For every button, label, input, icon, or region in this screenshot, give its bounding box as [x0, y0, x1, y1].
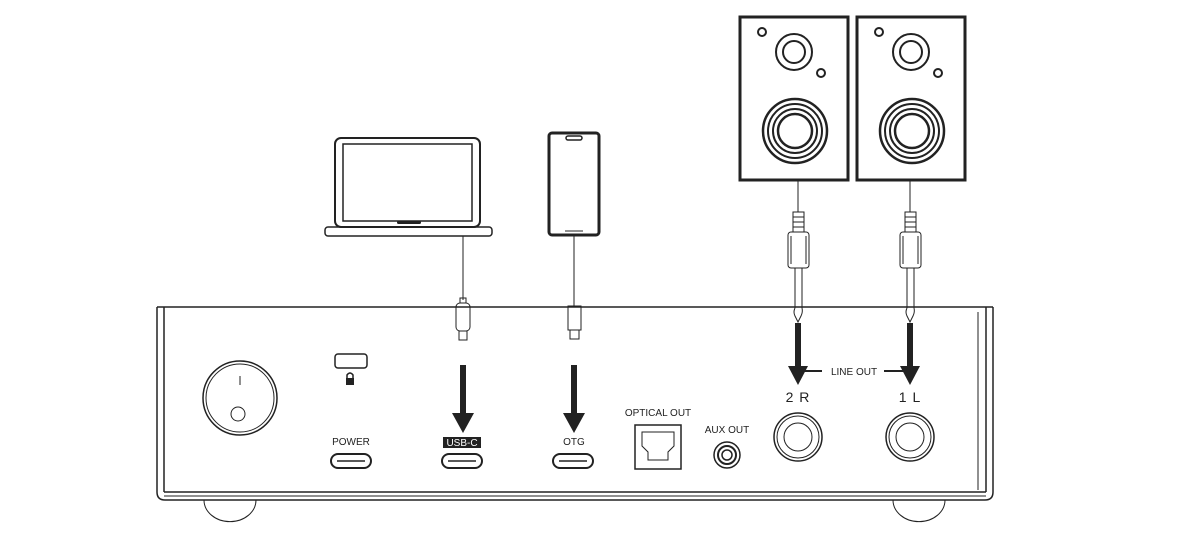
speaker-left-plug	[899, 211, 922, 324]
laptop-icon	[324, 137, 493, 237]
kensington-slot	[334, 353, 368, 369]
usb-c-label-bg	[443, 437, 481, 448]
phone-icon	[547, 131, 601, 237]
arrow-line-out-2r	[788, 323, 808, 385]
optical-out-port[interactable]	[634, 424, 682, 470]
foot-left	[203, 499, 257, 523]
arrow-otg	[563, 365, 585, 433]
aux-out-port[interactable]	[713, 441, 741, 469]
line-out-2r-jack[interactable]	[773, 412, 823, 462]
optical-out-label: OPTICAL OUT	[625, 408, 691, 419]
lock-icon	[346, 372, 354, 385]
otg-port[interactable]	[552, 453, 594, 469]
arrow-line-out-1l	[900, 323, 920, 385]
arrow-usb-c	[452, 365, 474, 433]
phone-usb-c-plug	[567, 305, 582, 340]
aux-out-label: AUX OUT	[705, 425, 749, 436]
line-out-bracket-left	[800, 370, 822, 372]
line-out-bracket-right	[884, 370, 906, 372]
power-knob[interactable]	[202, 360, 278, 436]
usb-c-label: USB-C	[446, 438, 477, 449]
usb-c-port[interactable]	[441, 453, 483, 469]
power-label: POWER	[332, 437, 370, 448]
line-out-label: LINE OUT	[831, 367, 877, 378]
laptop-usb-c-plug	[455, 297, 471, 341]
speaker-right-icon	[738, 15, 850, 182]
channel-2r-label: 2 R	[786, 389, 811, 405]
speaker-left-icon	[855, 15, 967, 182]
speaker-right-plug	[787, 211, 810, 324]
channel-1l-label: 1 L	[899, 389, 921, 405]
line-out-1l-jack[interactable]	[885, 412, 935, 462]
otg-label: OTG	[563, 437, 585, 448]
foot-right	[892, 499, 946, 523]
device-chassis	[156, 306, 994, 501]
power-usb-c-port[interactable]	[330, 453, 372, 469]
